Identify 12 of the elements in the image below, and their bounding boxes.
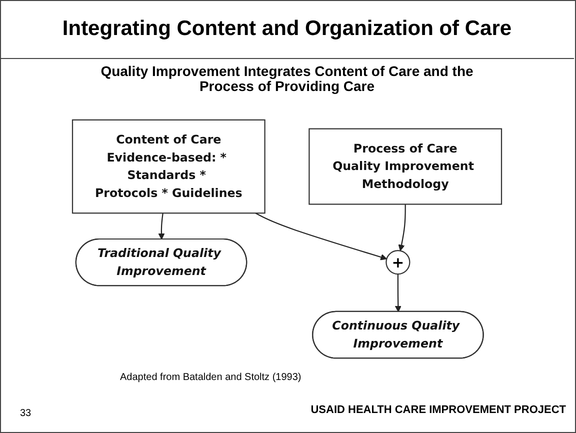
diagram-heading: Quality Improvement Integrates Content of Care and the Process of Providing Care [100, 64, 474, 94]
arrow [398, 204, 406, 252]
arrow [158, 213, 165, 240]
node-circle: + [386, 250, 410, 275]
source-caption: Adapted from Batalden and Stoltz (1993) [120, 372, 302, 383]
page-number: 33 [20, 408, 32, 419]
node-box: Process of Care Quality Improvement Methodology [308, 128, 502, 205]
arrow [255, 212, 387, 260]
footer-text: USAID HEALTH CARE IMPROVEMENT PROJECT [310, 404, 566, 416]
arrow [394, 274, 402, 312]
slide-title: Integrating Content and Organization of Care [0, 0, 574, 59]
node-box: Content of Care Evidence-based: * Standards * Protocols * Guidelines [72, 119, 266, 214]
